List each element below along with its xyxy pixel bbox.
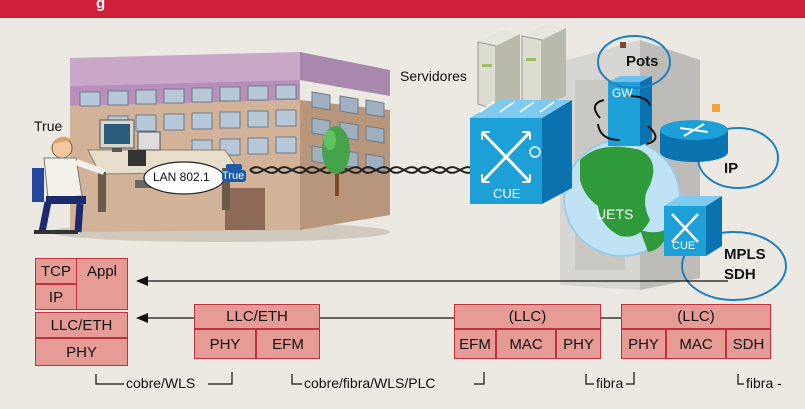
stack-tcp: TCP [35, 258, 77, 284]
gw-label: GW [612, 86, 633, 100]
media-label-3: fibra [596, 375, 624, 391]
sdh-label: SDH [724, 266, 756, 283]
group2-cell-phy: PHY [556, 329, 601, 359]
group2-cell-mac: MAC [496, 329, 556, 359]
arrow-link [136, 313, 621, 323]
servers-icon [477, 24, 566, 111]
stack-phy: PHY [35, 338, 128, 366]
cue-label: CUE [493, 186, 521, 201]
header-title: g [96, 0, 106, 12]
group3-top: (LLC) [621, 304, 771, 329]
cue-small-switch-icon [664, 196, 722, 256]
group1-cell-efm: EFM [256, 329, 320, 359]
stack-appl: Appl [76, 258, 128, 310]
phone-label: True [222, 170, 245, 182]
phone-icon [222, 164, 246, 182]
user-person-icon [32, 136, 106, 234]
media-brackets [95, 372, 744, 385]
group3-cell-sdh: SDH [726, 329, 771, 359]
media-label-1: cobre/WLS [126, 375, 196, 391]
mpls-label: MPLS [724, 246, 766, 263]
uets-label: UETS [596, 206, 634, 222]
group2-cell-efm: EFM [454, 329, 496, 359]
pots-label: Pots [626, 53, 659, 70]
servers-label: Servidores [400, 68, 467, 84]
user-label: True [34, 118, 63, 134]
tree-icon [322, 126, 350, 196]
group2-top: (LLC) [454, 304, 601, 329]
ip-router-icon [660, 104, 779, 189]
stack-ip: IP [35, 284, 77, 310]
group3-cell-mac: MAC [666, 329, 726, 359]
gateway-icon [593, 76, 657, 146]
pots-marker [620, 42, 626, 48]
group1-top: LLC/ETH [194, 304, 320, 329]
cue-switch-icon [470, 100, 572, 204]
stack-llc-eth: LLC/ETH [35, 312, 128, 338]
globe-icon [563, 139, 681, 257]
media-label-2: cobre/fibra/WLS/PLC [304, 375, 436, 391]
header-bar: g [0, 0, 805, 18]
lan-label: LAN 802.1 [153, 170, 210, 184]
arrow-transport [136, 276, 728, 286]
pots-bubble [597, 35, 671, 89]
cue-small-label: CUE [672, 240, 696, 252]
group1-cell-phy: PHY [194, 329, 256, 359]
cable-twisted-pair-2 [249, 166, 475, 174]
media-label-4: fibra - [746, 375, 782, 391]
group3-cell-phy: PHY [621, 329, 666, 359]
mpls-sdh-bubble [681, 231, 787, 301]
ip-label: IP [724, 160, 739, 177]
